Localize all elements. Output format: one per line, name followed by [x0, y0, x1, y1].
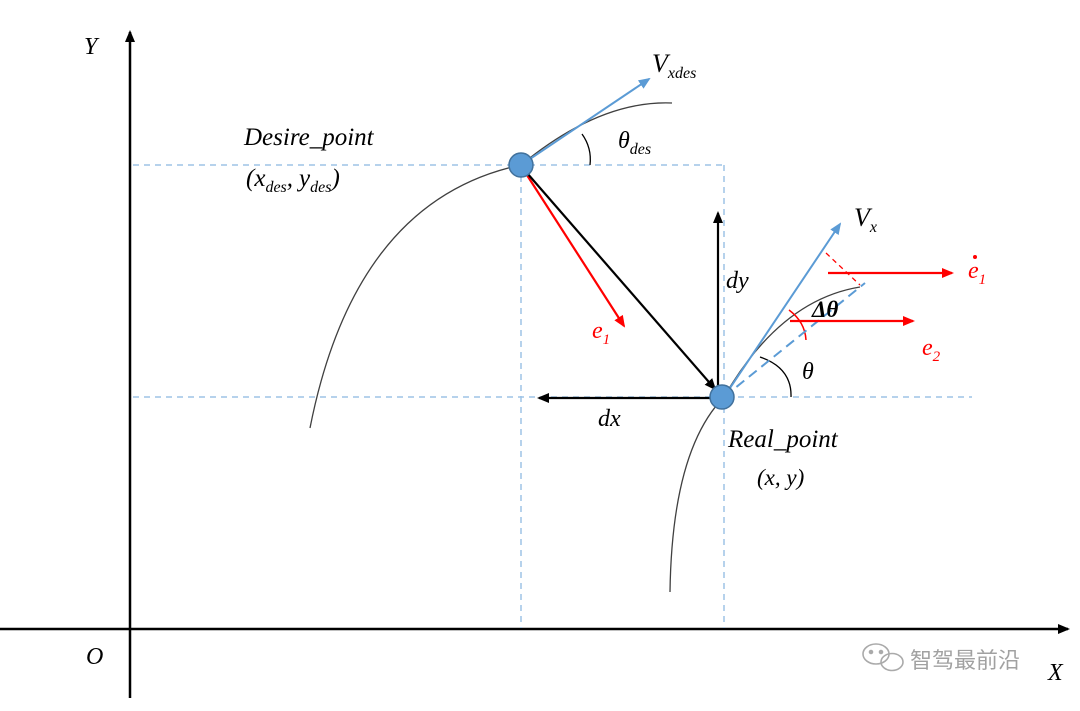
dx-label: dx: [598, 406, 621, 432]
theta-des-label: θdes: [618, 128, 651, 158]
e1-vector: [524, 171, 626, 328]
theta-label: θ: [802, 359, 814, 385]
desired-trajectory: [309, 102, 673, 429]
e1-dot-mark: [973, 255, 977, 259]
watermark-text: 智驾最前沿: [910, 649, 1020, 674]
x-axis-label: X: [1047, 660, 1064, 686]
projection-dashed: [825, 252, 861, 286]
delta-theta-arc: [788, 309, 807, 341]
desire-point-coords: (xdes,ydes): [246, 165, 340, 196]
real-point-label: Real_point: [727, 426, 839, 453]
real-point-marker: [709, 384, 735, 410]
v-xdes-vector: [520, 77, 651, 166]
delta-theta-label: Δθ: [811, 297, 838, 322]
guide-lines: [133, 164, 972, 628]
e2-label: e2: [922, 335, 941, 365]
e1-dot-label: e1: [968, 258, 986, 288]
v-xdes-label: Vxdes: [652, 49, 696, 82]
v-x-label: Vx: [854, 203, 877, 236]
e1-dot-label-group: e1: [968, 255, 986, 288]
dy-label: dy: [726, 268, 749, 294]
e1-label: e1: [592, 318, 610, 348]
y-axis-label: Y: [84, 34, 100, 60]
theta-arc: [759, 356, 792, 398]
wechat-icon: [862, 643, 904, 672]
v-x-vector: [723, 222, 842, 398]
desire-point-label: Desire_point: [243, 124, 375, 151]
desired-heading-dashed: [723, 282, 866, 398]
real-point-coords: (x, y): [757, 465, 804, 490]
watermark: 智驾最前沿: [862, 643, 1020, 674]
desire-point-marker: [508, 152, 534, 178]
theta-des-arc: [581, 133, 591, 166]
displacement-vector: [526, 172, 717, 391]
origin-label: O: [86, 644, 103, 670]
